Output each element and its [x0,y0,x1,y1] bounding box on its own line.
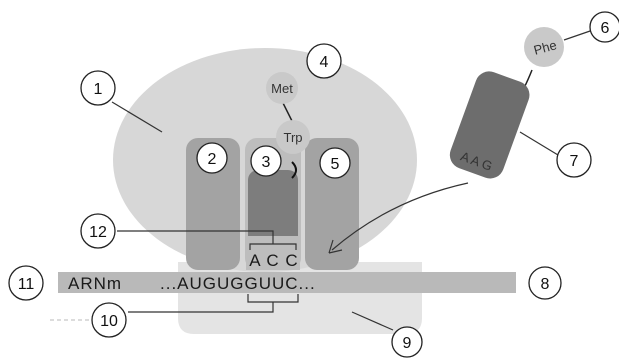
callout-10: 10 [91,302,127,338]
e-site [186,138,240,270]
anticodon-text: A C C [249,251,298,270]
entry-arrow-head [328,239,343,254]
callout-11: 11 [8,265,44,301]
met-amino-acid [266,72,298,104]
callout-1-text: 1 [94,81,103,98]
mrna-sequence: ...AUGUGGUUC... [160,274,316,293]
callout-3: 3 [250,145,282,177]
callout-5: 5 [319,147,351,179]
leader-6 [563,29,594,41]
mrna-label: ARNm [68,274,122,293]
callout-5-text: 5 [331,156,340,173]
callout-2: 2 [196,142,228,174]
callout-9-text: 9 [403,335,412,352]
callout-6-text: 6 [601,20,610,37]
callout-10-text: 10 [100,313,118,330]
callout-2-text: 2 [208,151,217,168]
trp-trna-link [291,161,297,179]
callout-4: 4 [306,43,342,79]
met-label: Met [271,81,293,96]
callout-8: 8 [528,266,562,300]
trp-amino-acid [276,120,310,154]
met-trp-bond [282,102,294,124]
callout-12-text: 12 [89,224,107,241]
codon-bracket [128,294,299,313]
callout-8-text: 8 [541,276,550,293]
leader-7 [519,131,559,156]
mrna-strand [58,272,516,293]
phe-label: Phe [532,37,558,57]
callout-9: 9 [391,326,423,358]
entry-arrow [331,182,469,251]
callout-7-text: 7 [570,153,579,170]
anticodon-bracket [117,230,297,250]
callout-11-text: 11 [18,276,35,293]
trp-label: Trp [283,130,302,145]
callout-6: 6 [589,11,619,43]
callout-4-text: 4 [320,54,329,71]
incoming-trna [449,71,530,179]
callout-3-text: 3 [262,154,271,171]
leader-9 [351,311,394,331]
callout-1: 1 [80,70,116,106]
callout-12: 12 [80,213,116,249]
callout-7: 7 [556,142,592,178]
leader-1 [111,101,163,133]
phe-amino-acid [524,27,564,67]
